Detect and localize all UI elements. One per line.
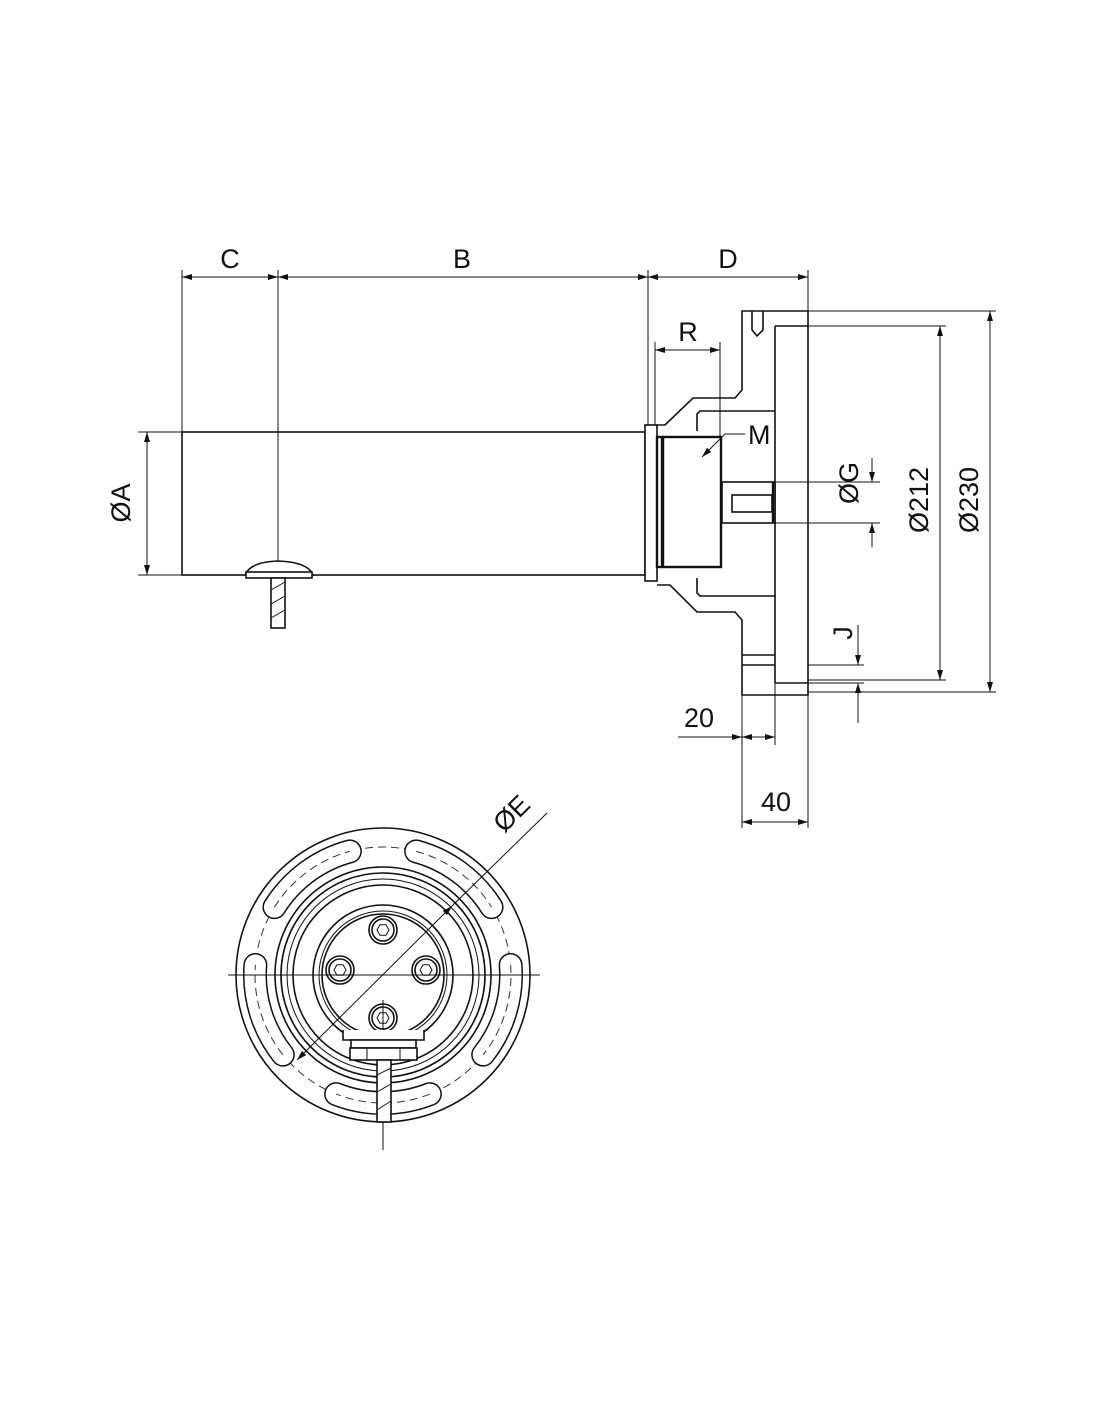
drill-bit-icon [243, 560, 315, 629]
screw-icon [411, 955, 441, 985]
drill-bit-icon [376, 1059, 392, 1123]
flange-assembly [644, 310, 809, 696]
slot [263, 840, 361, 918]
dim-dia-230: Ø230 [808, 310, 996, 693]
dim-dia-230-label: Ø230 [954, 467, 984, 533]
m-cylinder [661, 435, 723, 569]
dim-dia-a: ØA [106, 431, 182, 576]
dim-dia-212: Ø212 [808, 325, 946, 681]
screw-icon [325, 955, 355, 985]
dim-dia-g: ØG [775, 458, 880, 547]
dim-dia-212-label: Ø212 [904, 467, 934, 533]
dim-dia-g-label: ØG [834, 462, 864, 504]
dim-r-label: R [678, 317, 698, 347]
dim-20: 20 [678, 683, 776, 828]
slot [405, 840, 503, 918]
slot [244, 954, 294, 1066]
slot [472, 954, 522, 1066]
tube-body [181, 431, 646, 576]
dim-j: J [808, 625, 864, 723]
dim-b-label: B [453, 244, 471, 274]
dim-40: 40 [742, 695, 809, 828]
dim-40-label: 40 [761, 787, 791, 817]
dimension-chain-top: C B D [181, 244, 809, 575]
callout-m-label: M [748, 420, 771, 450]
dim-j-label: J [828, 626, 858, 640]
dim-20-label: 20 [684, 703, 714, 733]
dim-r: R [654, 317, 721, 437]
dim-d-label: D [718, 244, 738, 274]
end-view: ØE [228, 789, 548, 1150]
dim-dia-a-label: ØA [106, 483, 136, 522]
screw-icon [368, 915, 398, 945]
side-view: C B D ØA [106, 244, 996, 828]
callout-m: M [701, 420, 771, 458]
slot-centerline [335, 1093, 431, 1104]
slot-centerline [415, 850, 492, 908]
slot-centerline [482, 964, 512, 1055]
slot-centerline [274, 850, 351, 908]
dim-c-label: C [220, 244, 240, 274]
